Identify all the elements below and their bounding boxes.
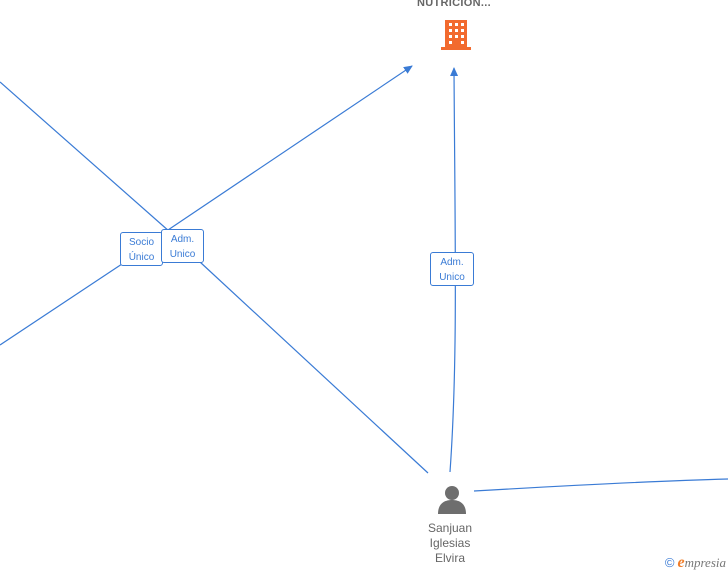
copyright-icon: © xyxy=(664,555,675,570)
person-icon[interactable] xyxy=(438,486,466,514)
edge-hub-to-person xyxy=(199,261,429,474)
edge-label-line: Unico xyxy=(439,272,465,283)
edge-person-to-right xyxy=(473,478,728,492)
edge-top-left-to-hub xyxy=(0,81,171,233)
building-icon[interactable] xyxy=(441,20,471,50)
edge-label-adm-unico-hub: Adm. Unico xyxy=(161,229,204,263)
edge-label-line: Único xyxy=(128,252,155,263)
company-title[interactable]: NUTRICION... xyxy=(417,0,491,9)
edge-label-line: Unico xyxy=(169,249,196,260)
person-name-line: Iglesias xyxy=(429,536,471,550)
edge-label-adm-unico-person: Adm. Unico xyxy=(430,252,474,286)
person-name[interactable]: Sanjuan Iglesias Elvira xyxy=(410,521,490,566)
brand-footer: ©empresia xyxy=(665,554,726,572)
edge-label-socio-unico: Socio Único xyxy=(120,232,163,266)
edge-label-line: Adm. xyxy=(440,257,464,268)
edge-hub-to-company xyxy=(164,65,413,233)
edge-label-line: Adm. xyxy=(170,234,195,245)
edge-left-to-hub xyxy=(0,261,126,346)
brand-logo-e: e xyxy=(677,554,685,571)
edge-label-line: Socio xyxy=(128,237,154,248)
person-name-line: Elvira xyxy=(434,551,465,565)
edge-person-to-company xyxy=(449,67,459,473)
brand-logo-text: mpresia xyxy=(684,555,726,570)
person-name-line: Sanjuan xyxy=(427,521,473,535)
